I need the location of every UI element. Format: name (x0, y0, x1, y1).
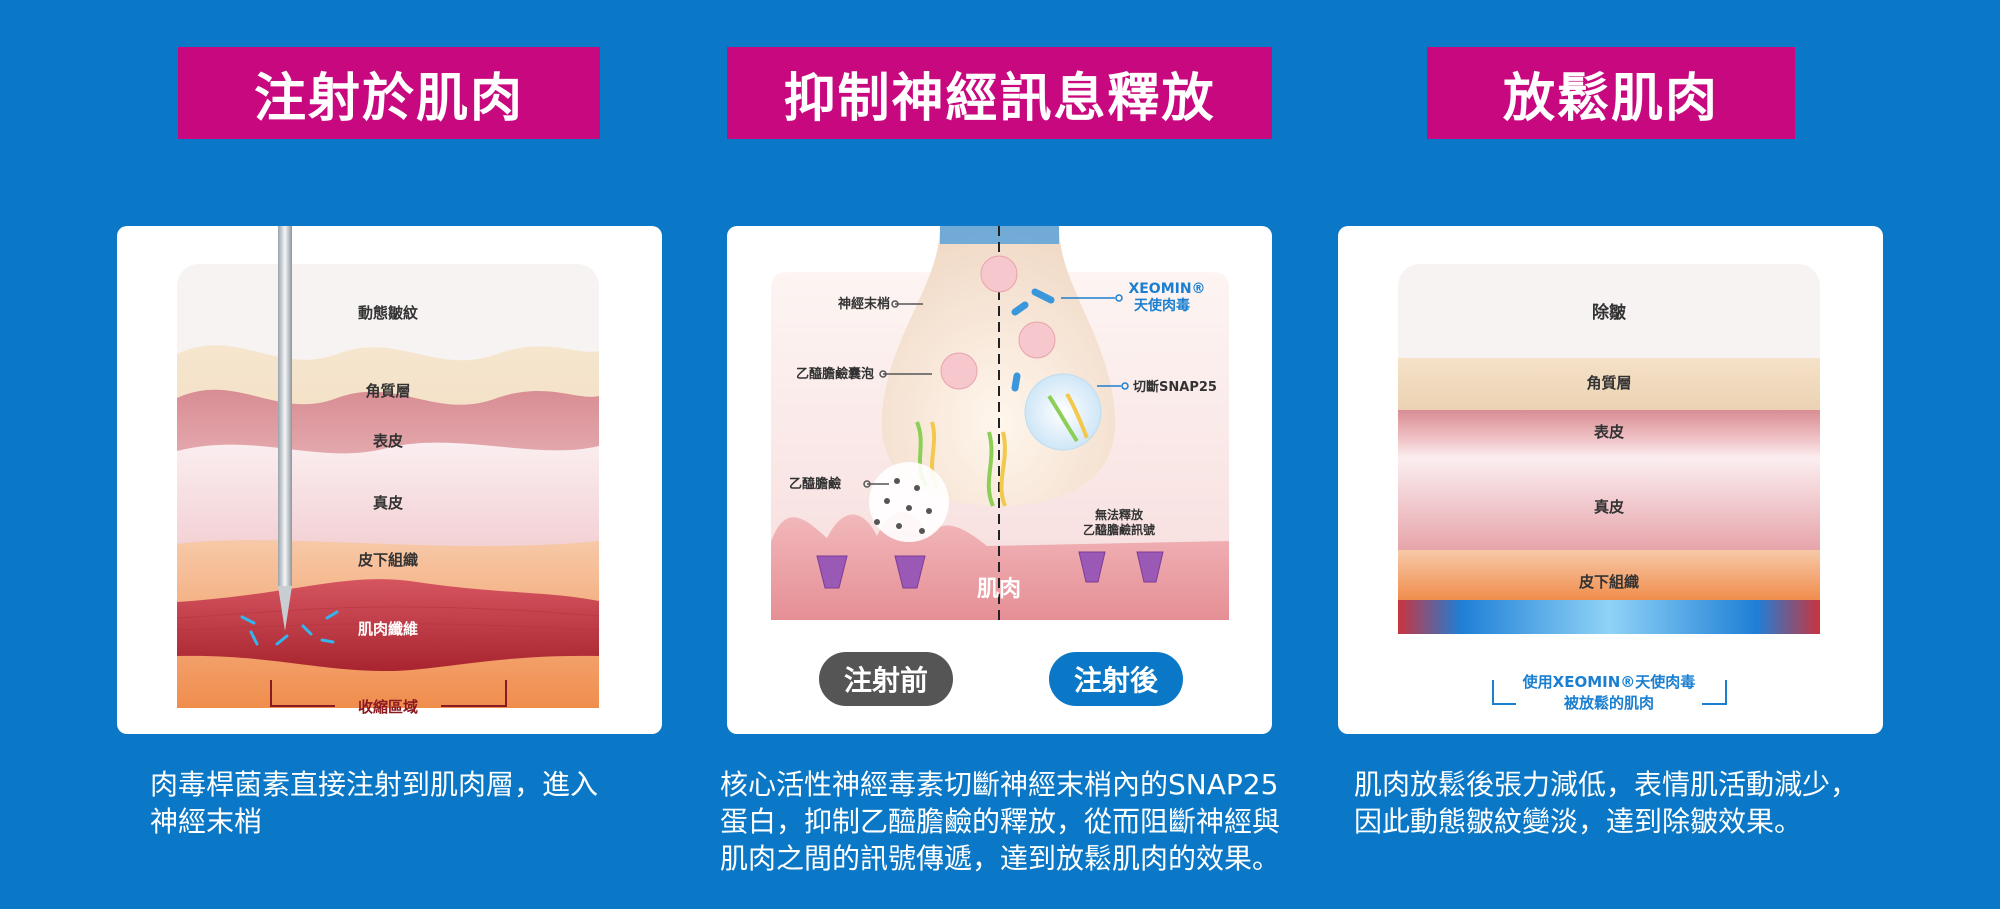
label-contraction: 收縮區域 (358, 698, 418, 716)
desc-line: 核心活性神經毒素切斷神經末梢內的SNAP25 (720, 768, 1279, 801)
stratum-layer (1398, 358, 1820, 410)
toxin-particles (240, 610, 339, 646)
label-relaxed-2: 被放鬆的肌肉 (1564, 694, 1654, 712)
label-stratum: 角質層 (1586, 374, 1631, 392)
mechanism-diagram-card: 神經末梢 乙醯膽鹼囊泡 乙醯膽鹼 XEOMIN® 天使肉毒 切斷SNAP25 無… (727, 226, 1272, 734)
subcutaneous-layer (1398, 550, 1820, 600)
relaxed-bracket (1492, 680, 1727, 705)
ach-molecules (874, 478, 932, 534)
panel1-description: 肉毒桿菌素直接注射到肌肉層，進入 神經末梢 (150, 766, 670, 840)
panel3-description: 肌肉放鬆後張力減低，表情肌活動減少， 因此動態皺紋變淡，達到除皺效果。 (1354, 766, 1914, 840)
label-relaxed-1: 使用XEOMIN®天使肉毒 (1522, 673, 1696, 691)
desc-line: 神經末梢 (150, 805, 263, 838)
label-remove-wrinkle: 除皺 (1592, 302, 1627, 323)
label-xeomin-cn: 天使肉毒 (1134, 297, 1190, 314)
label-dermis: 真皮 (373, 494, 403, 512)
label-xeomin: XEOMIN® (1128, 281, 1205, 297)
label-wrinkle: 動態皺紋 (358, 304, 418, 322)
desc-line: 肉毒桿菌素直接注射到肌肉層，進入 (150, 768, 599, 801)
label-epidermis: 表皮 (1594, 423, 1624, 441)
label-ach: 乙醯膽鹼 (789, 476, 842, 492)
label-dermis: 真皮 (1594, 498, 1624, 516)
panel1-title: 注射於肌肉 (178, 47, 600, 139)
label-no-release-1: 無法釋放 (1095, 507, 1144, 522)
relaxed-diagram-card: 除皺 角質層 表皮 真皮 皮下組織 使用XEOMIN®天使肉毒 被放鬆的肌肉 (1338, 226, 1883, 734)
ach-receptors (816, 551, 1164, 589)
needle (278, 226, 292, 586)
snap25-circle (1024, 373, 1102, 451)
leader-lines-left (863, 300, 932, 488)
desc-line: 因此動態皺紋變淡，達到除皺效果。 (1354, 805, 1803, 838)
label-epidermis: 表皮 (373, 432, 403, 450)
before-injection-pill: 注射前 (819, 652, 953, 706)
ach-vesicles (940, 255, 1056, 390)
label-muscle: 肌肉纖維 (358, 620, 418, 638)
label-cut-snap25: 切斷SNAP25 (1133, 379, 1217, 395)
label-subcutaneous: 皮下組織 (358, 551, 418, 569)
panel2-title: 抑制神經訊息釋放 (727, 47, 1272, 139)
label-stratum: 角質層 (365, 382, 410, 400)
label-subcutaneous: 皮下組織 (1579, 573, 1639, 591)
desc-line: 蛋白，抑制乙醯膽鹼的釋放，從而阻斷神經與 (720, 805, 1281, 838)
contraction-bracket (270, 680, 507, 707)
desc-line: 肌肉之間的訊號傳遞，達到放鬆肌肉的效果。 (720, 842, 1281, 875)
leader-lines-right (1061, 294, 1129, 390)
panel-bottom (1398, 634, 1820, 664)
label-no-release-2: 乙醯膽鹼訊號 (1083, 522, 1155, 537)
needle-tip (278, 586, 292, 631)
dermis-layer (1398, 458, 1820, 550)
panel3-title: 放鬆肌肉 (1427, 47, 1795, 139)
injection-diagram-card: 動態皺紋 角質層 表皮 真皮 皮下組織 肌肉纖維 收縮區域 (117, 226, 662, 734)
after-injection-pill: 注射後 (1049, 652, 1183, 706)
ach-release-cloud (869, 462, 949, 542)
desc-line: 肌肉放鬆後張力減低，表情肌活動減少， (1354, 768, 1859, 801)
label-nerve-ending: 神經末梢 (838, 296, 890, 312)
relaxed-muscle-layer (1398, 600, 1820, 634)
muscle-fibers (176, 606, 600, 643)
label-muscle: 肌肉 (977, 577, 1021, 602)
label-vesicle: 乙醯膽鹼囊泡 (796, 366, 874, 382)
snare-proteins (915, 392, 1089, 507)
panel2-description: 核心活性神經毒素切斷神經末梢內的SNAP25 蛋白，抑制乙醯膽鹼的釋放，從而阻斷… (720, 766, 1300, 877)
epidermis-layer (1398, 410, 1820, 458)
